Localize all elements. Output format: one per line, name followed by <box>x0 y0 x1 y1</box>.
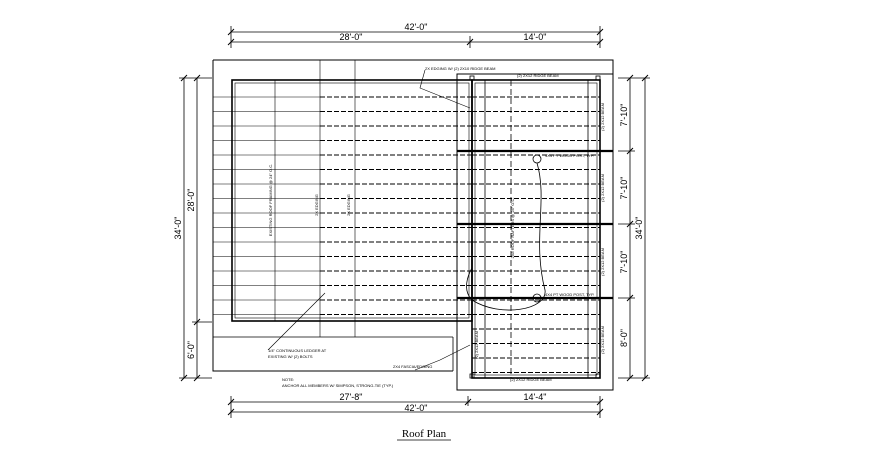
post-bottom-note: 4X4 PT WOOD POST, TYP. <box>545 292 594 297</box>
addition-roof <box>456 73 614 391</box>
note-body: ANCHOR ALL MEMBERS W/ SIMPSON, STRONG-TI… <box>282 383 394 388</box>
bottom-beam-note: (2) 2X12 RIDGE BEAM <box>510 377 552 382</box>
note-heading: NOTE: <box>282 377 294 382</box>
right-seg1-dim: 7'-10" <box>619 104 629 127</box>
bottom-overall-dim: 42'-0" <box>405 403 428 413</box>
ledger-note-2: EXISTING W/ (2) BOLTS <box>268 354 313 359</box>
top-left-dim: 28'-0" <box>340 32 363 42</box>
top-dimension-lines: 42'-0" 28'-0" 14'-0" <box>227 22 604 48</box>
left-upper-dim: 28'-0" <box>186 189 196 212</box>
left-lower-dim: 6'-0" <box>186 341 196 359</box>
bottom-dimension-lines: 27'-8" 14'-4" 42'-0" <box>227 392 604 418</box>
left-overall-dim: 34'-0" <box>173 217 183 240</box>
right-seg3-dim: 7'-10" <box>619 251 629 274</box>
center-rafters-note: 2X8 ROOF RAFTERS @ 24" O.C. <box>510 197 515 258</box>
left-dimension-lines: 34'-0" 28'-0" 6'-0" <box>173 74 212 382</box>
beam-note-5: (2) 2X12 BEAM <box>474 331 479 359</box>
left-rafters-note: EXISTING ROOF FRAMING @ 24" O.C. <box>268 164 273 236</box>
existing-rafters <box>213 60 472 337</box>
leader-lines <box>267 69 471 371</box>
top-beam-note: (2) 2X12 RIDGE BEAM <box>517 73 559 78</box>
beam-note-1: (2) 2X12 BEAM <box>600 103 605 131</box>
left-edging-note-2: 2X EDGING <box>346 194 351 216</box>
right-seg4-dim: 8'-0" <box>619 329 629 347</box>
ledger-note: 1/4" CONTINUOUS LEDGER AT <box>268 348 327 353</box>
top-overall-dim: 42'-0" <box>405 22 428 32</box>
post-top-note: 4X4 PT WOOD POST, TYP. <box>545 153 594 158</box>
page-title: Roof Plan <box>402 428 447 440</box>
top-right-dim: 14'-0" <box>524 32 547 42</box>
curved-leader <box>466 162 546 311</box>
beam-note-2: (2) 2X12 BEAM <box>600 174 605 202</box>
addition-beams <box>457 96 613 374</box>
right-dimension-lines: 7'-10" 7'-10" 7'-10" 8'-0" 34'-0" <box>618 74 650 382</box>
right-overall-dim: 34'-0" <box>634 217 644 240</box>
top-callout-note: 2X EDGING W/ (2) 2X10 RIDGE BEAM <box>425 66 495 71</box>
bottom-right-dim: 14'-4" <box>524 392 547 402</box>
beam-note-4: (2) 2X12 BEAM <box>600 326 605 354</box>
left-edging-note-1: 2X EDGING <box>314 194 319 216</box>
beam-note-3: (2) 2X12 BEAM <box>600 248 605 276</box>
right-seg2-dim: 7'-10" <box>619 177 629 200</box>
annotations: 2X EDGING W/ (2) 2X10 RIDGE BEAM (2) 2X1… <box>268 66 605 388</box>
fascia-note: 2X4 FASCIA/EDGING <box>393 364 432 369</box>
existing-roof <box>212 59 614 372</box>
bottom-left-dim: 27'-8" <box>340 392 363 402</box>
